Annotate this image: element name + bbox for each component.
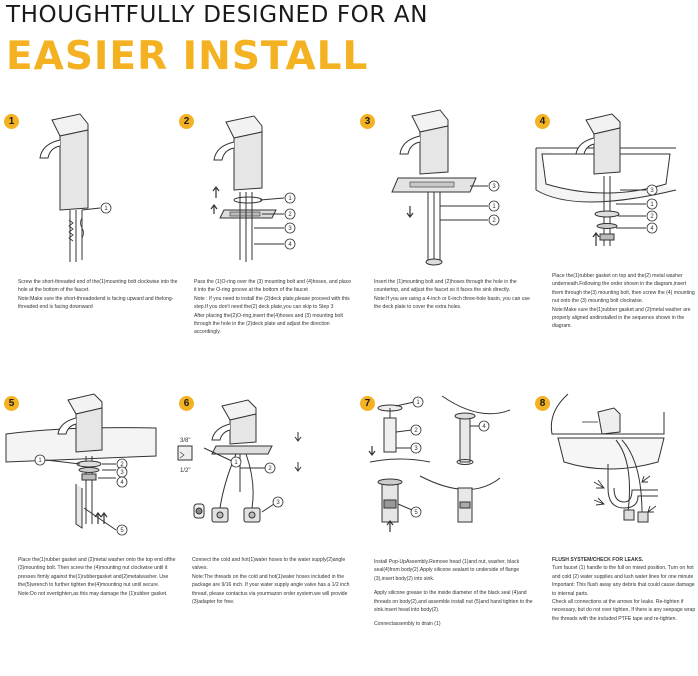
- callout-4: 4: [650, 226, 654, 232]
- step-number-badge: 1: [4, 114, 19, 129]
- step-description: Screw the short-threaded end of the(1)mo…: [18, 278, 178, 312]
- step-paragraph: Place the(1)rubber gasket on top and the…: [552, 273, 695, 305]
- step-paragraph: Turn faucet (1) handle to the full on mi…: [552, 565, 694, 580]
- callout-2: 2: [650, 214, 654, 220]
- step-number-badge: 3: [360, 114, 375, 129]
- step-note: Note:Make sure the(1)rubber gasket and (…: [552, 306, 691, 330]
- step-note: Note : If you need to install the (2)dec…: [194, 295, 350, 311]
- callout-5: 5: [414, 510, 418, 516]
- callout-5: 5: [120, 528, 124, 534]
- step-number-badge: 8: [535, 396, 550, 411]
- step-note: Note:Make sure the short-threadedend is …: [18, 295, 174, 311]
- callout-1: 1: [288, 196, 292, 202]
- faucet-illustration: 1 2 3 4 5: [5, 392, 166, 542]
- step-paragraph: Install Pop-UpAssembly.Remove head (1)an…: [374, 559, 520, 582]
- step-description: Pass the (1)O-ring over the (3) mounting…: [194, 278, 354, 337]
- faucet-illustration: 3/8" 1/2" 1 2 3: [174, 392, 344, 542]
- callout-3: 3: [650, 188, 654, 194]
- faucet-illustration: 1: [22, 110, 162, 270]
- step-paragraph: Insert the (1)mounting bolt and (2)hoses…: [374, 279, 517, 294]
- callout-2: 2: [492, 218, 496, 224]
- step-description: Place the(1)rubber gasket on top and the…: [552, 272, 698, 331]
- step-paragraph: Place the(1)rubber gasket and (2)metal w…: [18, 557, 176, 589]
- size-label-1-2: 1/2": [180, 468, 190, 474]
- size-label-3-8: 3/8": [180, 438, 190, 444]
- step-paragraph: Connectassembly to drain (1): [374, 621, 441, 628]
- plumbing-illustration: [538, 392, 678, 542]
- step-description: Connect the cold and hot(1)water hoses t…: [192, 556, 352, 606]
- step-number-badge: 7: [360, 396, 375, 411]
- step-paragraph: After placing the(2)O-ring,insert the(4)…: [194, 312, 343, 336]
- step-number-badge: 4: [535, 114, 550, 129]
- faucet-illustration: 1 2 3 4: [196, 110, 336, 270]
- step-description: FLUSH SYSTEM/CHECK FOR LEAKS. Turn fauce…: [552, 556, 698, 623]
- callout-2: 2: [268, 466, 272, 472]
- callout-4: 4: [288, 242, 292, 248]
- callout-1: 1: [38, 458, 42, 464]
- callout-4: 4: [120, 480, 124, 486]
- callout-2: 2: [120, 462, 124, 468]
- step-paragraph: Screw the short-threaded end of the(1)mo…: [18, 279, 178, 294]
- callout-2: 2: [414, 428, 418, 434]
- drain-assembly-illustration: 1 2 3 4 5: [360, 392, 520, 542]
- callout-1: 1: [416, 400, 420, 406]
- callout-4: 4: [482, 424, 486, 430]
- callout-2: 2: [288, 212, 292, 218]
- callout-1: 1: [234, 460, 238, 466]
- headline-line-2: EASIER INSTALL: [6, 34, 369, 79]
- step-number-badge: 2: [179, 114, 194, 129]
- step-number-badge: 5: [4, 396, 19, 411]
- step-note: Note:The threads on the cold and hot(1)w…: [192, 573, 350, 606]
- headline-line-1: THOUGHTFULLY DESIGNED FOR AN: [6, 2, 429, 28]
- step-paragraph: Check all connections at the arrows for …: [552, 599, 696, 622]
- step-description: Place the(1)rubber gasket and (2)metal w…: [18, 556, 178, 598]
- step-description: Insert the (1)mounting bolt and (2)hoses…: [374, 278, 534, 312]
- step-number-badge: 6: [179, 396, 194, 411]
- step-paragraph: Apply silicone grease to the inside diam…: [374, 590, 533, 614]
- step-note: Note:Do not overtighten,as this may dama…: [18, 590, 168, 597]
- callout-1: 1: [492, 204, 496, 210]
- step-heading: FLUSH SYSTEM/CHECK FOR LEAKS.: [552, 557, 644, 563]
- step-description: Install Pop-UpAssembly.Remove head (1)an…: [374, 558, 534, 629]
- step-note: Note:If you are using a 4-inch or 6-inch…: [374, 295, 531, 311]
- callout-3: 3: [120, 470, 124, 476]
- faucet-illustration: 3 1 2 4: [535, 110, 679, 260]
- step-note: Important: This flush away any debris th…: [552, 582, 695, 597]
- faucet-illustration: 3 1 2: [370, 109, 520, 270]
- step-paragraph: Connect the cold and hot(1)water hoses t…: [192, 557, 346, 572]
- callout-1: 1: [104, 206, 108, 212]
- callout-3: 3: [288, 226, 292, 232]
- callout-3: 3: [414, 446, 418, 452]
- callout-1: 1: [650, 202, 654, 208]
- callout-3: 3: [276, 500, 280, 506]
- step-paragraph: Pass the (1)O-ring over the (3) mounting…: [194, 279, 352, 294]
- callout-3: 3: [492, 184, 496, 190]
